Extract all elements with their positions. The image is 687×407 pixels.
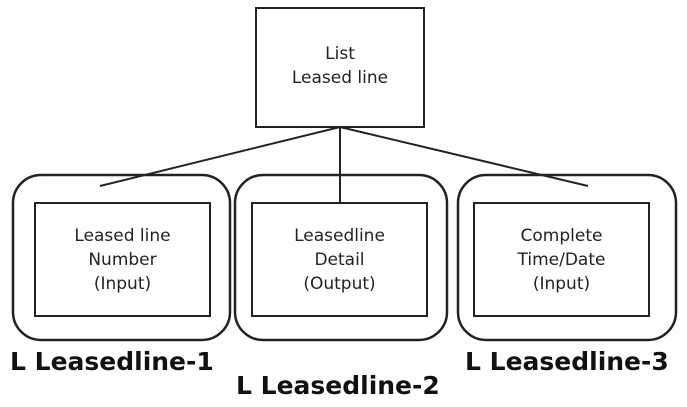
module-2-line-3: (Output) [303, 274, 376, 294]
module-1-caption: L Leasedline-1 [10, 347, 214, 376]
module-box-3 [473, 202, 650, 317]
module-1-line-2: Number [88, 250, 157, 270]
module-box-1 [34, 202, 211, 317]
module-1-label: Leased line Number (Input) [35, 210, 210, 310]
connector-root-to-module-1 [99, 126, 341, 187]
module-1-line-1: Leased line [74, 226, 171, 246]
root-node-label: List Leased line [256, 30, 424, 102]
module-3-line-1: Complete [520, 226, 603, 246]
module-2-label: Leasedline Detail (Output) [252, 210, 427, 310]
module-box-2 [251, 202, 428, 317]
module-3-label: Complete Time/Date (Input) [474, 210, 649, 310]
module-group-outline-3 [456, 173, 678, 342]
module-1-line-3: (Input) [93, 274, 152, 294]
module-2-line-2: Detail [314, 250, 365, 270]
module-group-outline-1 [11, 173, 232, 342]
module-group-outline-2 [233, 173, 449, 342]
root-line-1: List [325, 44, 355, 64]
module-3-caption: L Leasedline-3 [465, 347, 669, 376]
connector-root-to-module-3 [339, 126, 589, 187]
module-3-line-3: (Input) [532, 274, 591, 294]
root-box [255, 7, 425, 128]
root-line-2: Leased line [291, 68, 389, 88]
module-3-line-2: Time/Date [517, 250, 606, 270]
module-2-line-1: Leasedline [294, 226, 385, 246]
module-2-caption: L Leasedline-2 [236, 371, 440, 400]
